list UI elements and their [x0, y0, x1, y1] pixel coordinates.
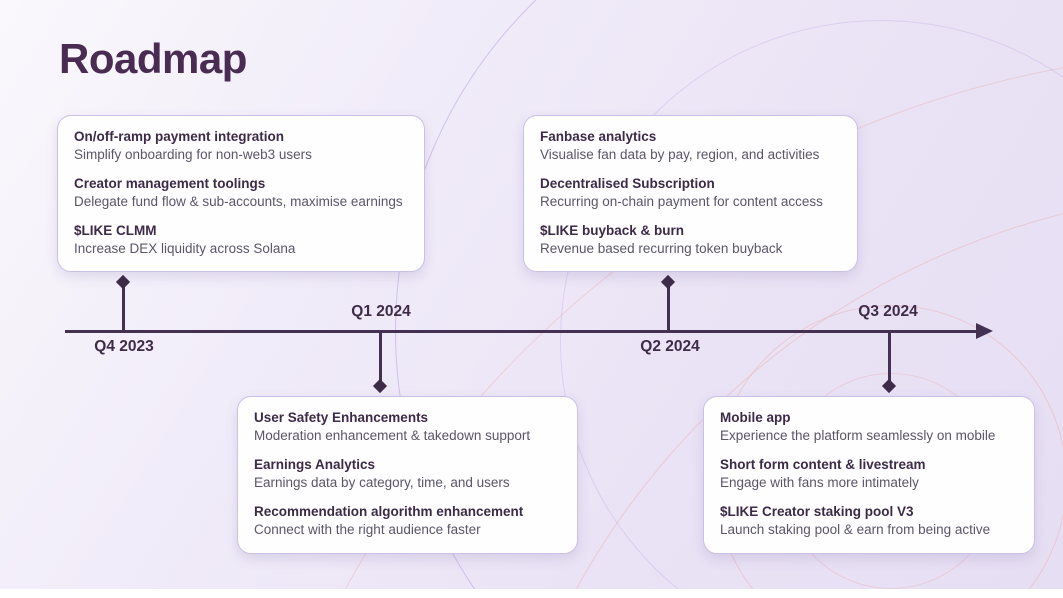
milestone-title: $LIKE Creator staking pool V3	[720, 504, 914, 519]
timeline-connector-q1-2024	[379, 331, 382, 385]
milestone-title: Decentralised Subscription	[540, 176, 715, 191]
milestone-title: $LIKE CLMM	[74, 223, 157, 238]
timeline-connector-q4-2023	[122, 283, 125, 331]
page-title: Roadmap	[59, 35, 247, 82]
milestone-item: Fanbase analytics Visualise fan data by …	[540, 128, 847, 164]
milestone-desc: Launch staking pool & earn from being ac…	[720, 522, 991, 537]
milestone-desc: Increase DEX liquidity across Solana	[74, 241, 296, 256]
milestone-item: Earnings Analytics Earnings data by cate…	[254, 456, 567, 492]
milestone-title: Creator management toolings	[74, 176, 266, 191]
timeline-label-q1-2024: Q1 2024	[351, 303, 411, 320]
milestone-desc: Connect with the right audience faster	[254, 522, 481, 537]
milestone-item: On/off-ramp payment integration Simplify…	[74, 128, 414, 164]
milestone-title: Earnings Analytics	[254, 457, 376, 472]
milestone-desc: Revenue based recurring token buyback	[540, 241, 783, 256]
milestone-item: Creator management toolings Delegate fun…	[74, 175, 414, 211]
diamond-marker-icon	[115, 274, 131, 290]
arrow-right-icon	[976, 322, 993, 339]
milestone-desc: Experience the platform seamlessly on mo…	[720, 428, 996, 443]
bottom-margin	[0, 589, 1063, 598]
milestone-item: $LIKE CLMM Increase DEX liquidity across…	[74, 222, 414, 258]
timeline-label-q4-2023: Q4 2023	[94, 338, 154, 355]
milestone-desc: Simplify onboarding for non-web3 users	[74, 147, 312, 162]
milestone-desc: Visualise fan data by pay, region, and a…	[540, 147, 820, 162]
timeline-axis	[65, 330, 978, 333]
milestone-title: Fanbase analytics	[540, 129, 657, 144]
milestone-item: User Safety Enhancements Moderation enha…	[254, 409, 567, 445]
milestone-item: Decentralised Subscription Recurring on-…	[540, 175, 847, 211]
diamond-marker-icon	[372, 378, 388, 394]
milestone-item: $LIKE Creator staking pool V3 Launch sta…	[720, 503, 1024, 539]
timeline-label-q2-2024: Q2 2024	[640, 338, 700, 355]
milestone-item: Short form content & livestream Engage w…	[720, 456, 1024, 492]
milestone-item: $LIKE buyback & burn Revenue based recur…	[540, 222, 847, 258]
timeline-label-q3-2024: Q3 2024	[858, 303, 918, 320]
milestone-desc: Moderation enhancement & takedown suppor…	[254, 428, 531, 443]
diamond-marker-icon	[881, 378, 897, 394]
milestone-desc: Earnings data by category, time, and use…	[254, 475, 510, 490]
timeline-connector-q3-2024	[888, 331, 891, 385]
milestone-card-q4-2023: On/off-ramp payment integration Simplify…	[57, 115, 425, 272]
milestone-desc: Recurring on-chain payment for content a…	[540, 194, 823, 209]
milestone-item: Mobile app Experience the platform seaml…	[720, 409, 1024, 445]
milestone-title: Short form content & livestream	[720, 457, 926, 472]
milestone-title: Recommendation algorithm enhancement	[254, 504, 524, 519]
milestone-card-q2-2024: Fanbase analytics Visualise fan data by …	[523, 115, 858, 272]
timeline-connector-q2-2024	[667, 283, 670, 331]
milestone-card-q3-2024: Mobile app Experience the platform seaml…	[703, 396, 1035, 554]
diamond-marker-icon	[660, 274, 676, 290]
milestone-card-q1-2024: User Safety Enhancements Moderation enha…	[237, 396, 578, 554]
milestone-desc: Engage with fans more intimately	[720, 475, 919, 490]
milestone-title: $LIKE buyback & burn	[540, 223, 685, 238]
milestone-title: On/off-ramp payment integration	[74, 129, 285, 144]
milestone-title: User Safety Enhancements	[254, 410, 429, 425]
milestone-title: Mobile app	[720, 410, 791, 425]
milestone-desc: Delegate fund flow & sub-accounts, maxim…	[74, 194, 403, 209]
milestone-item: Recommendation algorithm enhancement Con…	[254, 503, 567, 539]
